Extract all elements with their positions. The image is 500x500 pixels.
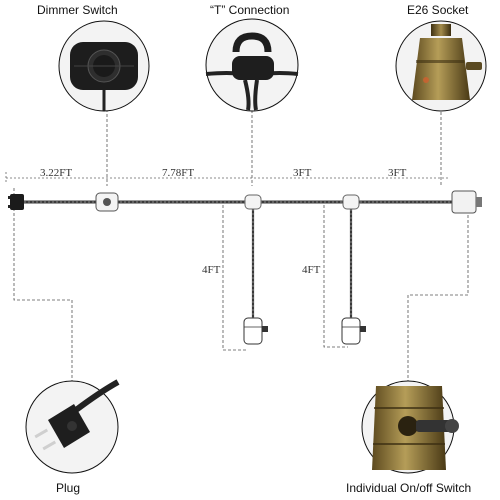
t-connection-label: “T” Connection [210, 3, 290, 17]
t-connector-icon [244, 194, 262, 210]
individual-switch-label: Individual On/off Switch [346, 481, 472, 495]
e26-socket-label: E26 Socket [407, 3, 469, 17]
pendant-socket-icon [243, 317, 268, 345]
plug-label: Plug [56, 481, 81, 495]
drop2-length: 4FT [302, 264, 321, 276]
drop1-length: 4FT [202, 264, 221, 276]
t-connector-icon [342, 194, 360, 210]
plug-icon [8, 194, 24, 210]
end-socket-icon [451, 190, 482, 214]
pendant-socket-icon [341, 317, 366, 345]
e26-socket-callout [395, 20, 487, 112]
dimmer-switch-label: Dimmer Switch [37, 3, 118, 17]
dimension-line [5, 172, 448, 184]
t-connection-callout [205, 18, 299, 112]
dimension-seg2: 7.78FT [162, 167, 195, 179]
dimension-seg3: 3FT [293, 167, 312, 179]
plug-callout [25, 379, 120, 474]
dimension-seg4: 3FT [388, 167, 407, 179]
dimmer-switch-callout [58, 20, 150, 112]
guide-lines [13, 70, 469, 386]
individual-switch-callout [361, 380, 459, 474]
dimmer-switch-icon [95, 192, 119, 212]
dimension-seg1: 3.22FT [40, 167, 73, 179]
